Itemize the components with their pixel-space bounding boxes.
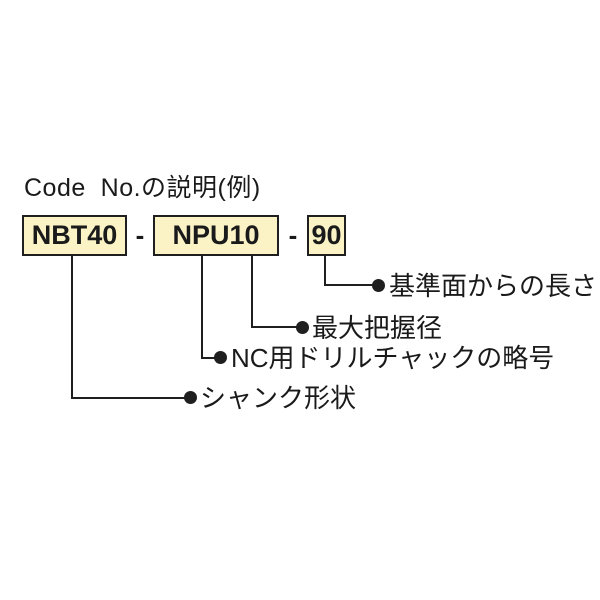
code-separator: - [135,220,145,250]
connector-line [201,256,203,359]
connector-line [201,357,221,359]
legend-label-length-from-datum: 基準面からの長さ [389,271,598,301]
code-segment-box-shank: NBT40 [22,215,127,256]
connector-line [324,284,379,286]
legend-label-max-grip-diameter: 最大把握径 [312,313,443,343]
legend-label-chuck-abbreviation: NC用ドリルチャックの略号 [231,343,555,373]
connector-line [251,326,303,328]
connector-line [71,397,191,399]
connector-line [324,256,326,286]
diagram-title: Code No.の説明(例) [24,174,261,202]
bullet-icon [214,351,227,364]
bullet-icon [296,321,309,334]
connector-line [71,256,73,399]
code-separator: - [288,220,298,250]
bullet-icon [372,279,385,292]
code-segment-box-length: 90 [307,215,346,256]
legend-label-shank-shape: シャンク形状 [200,383,357,413]
code-segment-box-chuck: NPU10 [153,215,279,256]
connector-line [251,256,253,328]
bullet-icon [184,391,197,404]
